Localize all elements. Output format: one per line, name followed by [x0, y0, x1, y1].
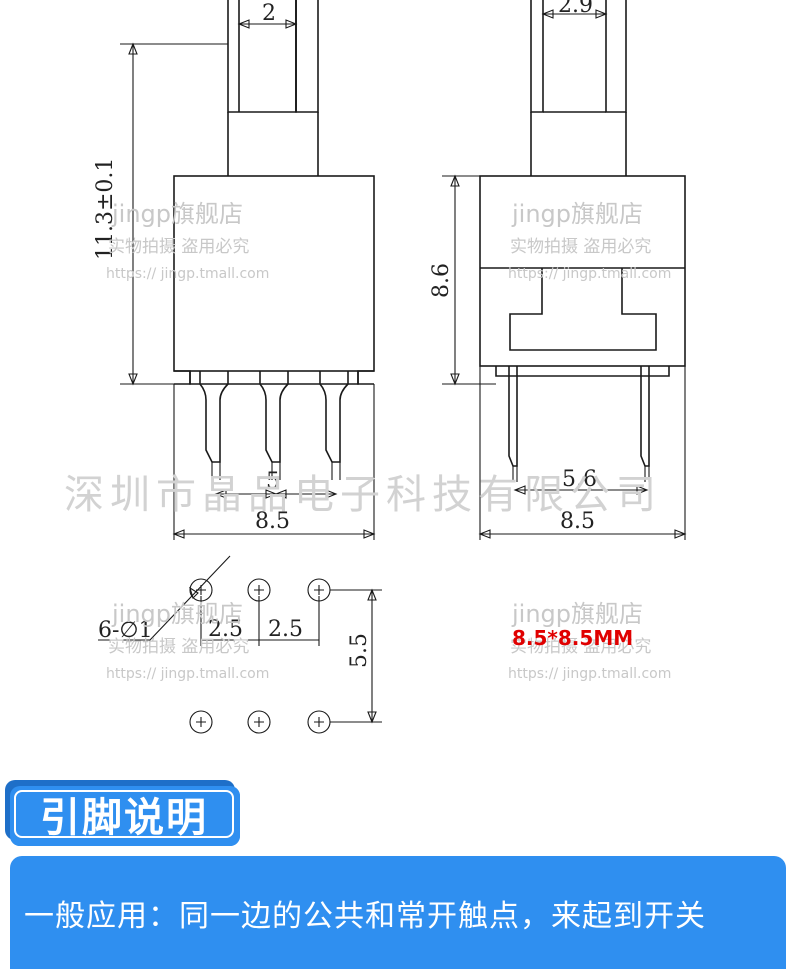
svg-text:jingp旗舰店: jingp旗舰店 [511, 200, 643, 228]
dim-left-top-width: 2 [262, 1, 276, 26]
dim-hole-pitch-1: 2.5 [208, 617, 243, 642]
dim-right-top-width: 2.9 [558, 0, 593, 18]
watermark-left-bottom: jingp旗舰店 实物拍摄 盗用必究 https:// jingp.tmall.… [106, 600, 269, 682]
svg-text:实物拍摄 盗用必究: 实物拍摄 盗用必究 [108, 237, 249, 257]
hole-label: 6-∅1 [98, 618, 153, 643]
section-title: 引脚说明 [14, 790, 234, 841]
pcb-hole-layout: 6-∅1 2.5 2.5 5.5 [98, 555, 382, 734]
svg-text:https:// jingp.tmall.com: https:// jingp.tmall.com [106, 666, 269, 682]
svg-text:jingp旗舰店: jingp旗舰店 [511, 600, 643, 628]
svg-text:jingp旗舰店: jingp旗舰店 [111, 200, 243, 228]
section-tag: 引脚说明 [10, 786, 240, 846]
svg-text:https:// jingp.tmall.com: https:// jingp.tmall.com [508, 266, 671, 282]
right-side-view: 2.9 8.6 5.6 8.5 [429, 0, 687, 540]
description-text: 一般应用：同一边的公共和常开触点，来起到开关 [24, 898, 706, 934]
watermark-right-top: jingp旗舰店 实物拍摄 盗用必究 https:// jingp.tmall.… [508, 200, 671, 282]
dim-right-pin-pitch: 5.6 [562, 467, 597, 492]
watermark-left-top: jingp旗舰店 实物拍摄 盗用必究 https:// jingp.tmall.… [106, 200, 269, 282]
left-front-view: 2 11.3±0.1 5 8.5 [93, 0, 376, 540]
svg-text:实物拍摄 盗用必究: 实物拍摄 盗用必究 [510, 237, 651, 257]
size-note: 8.5*8.5MM [512, 626, 633, 650]
dim-hole-row-spacing: 5.5 [347, 633, 372, 668]
technical-drawing: 2 11.3±0.1 5 8.5 2.9 [64, 0, 687, 734]
watermark-company: 深圳市晶品电子科技有限公司 [64, 472, 662, 518]
dim-right-height: 8.6 [429, 263, 454, 298]
dim-left-pin-pitch: 5 [266, 469, 280, 494]
dim-left-body-width: 8.5 [255, 509, 290, 534]
svg-text:https:// jingp.tmall.com: https:// jingp.tmall.com [106, 266, 269, 282]
svg-text:实物拍摄 盗用必究: 实物拍摄 盗用必究 [510, 637, 651, 657]
svg-text:实物拍摄 盗用必究: 实物拍摄 盗用必究 [108, 637, 249, 657]
dim-left-height: 11.3±0.1 [93, 158, 118, 260]
watermark-right-bottom: jingp旗舰店 实物拍摄 盗用必究 https:// jingp.tmall.… [508, 600, 671, 682]
svg-text:https:// jingp.tmall.com: https:// jingp.tmall.com [508, 666, 671, 682]
dim-right-body-width: 8.5 [560, 509, 595, 534]
svg-text:jingp旗舰店: jingp旗舰店 [111, 600, 243, 628]
dim-hole-pitch-2: 2.5 [268, 617, 303, 642]
description-box: 一般应用：同一边的公共和常开触点，来起到开关 [10, 856, 786, 969]
